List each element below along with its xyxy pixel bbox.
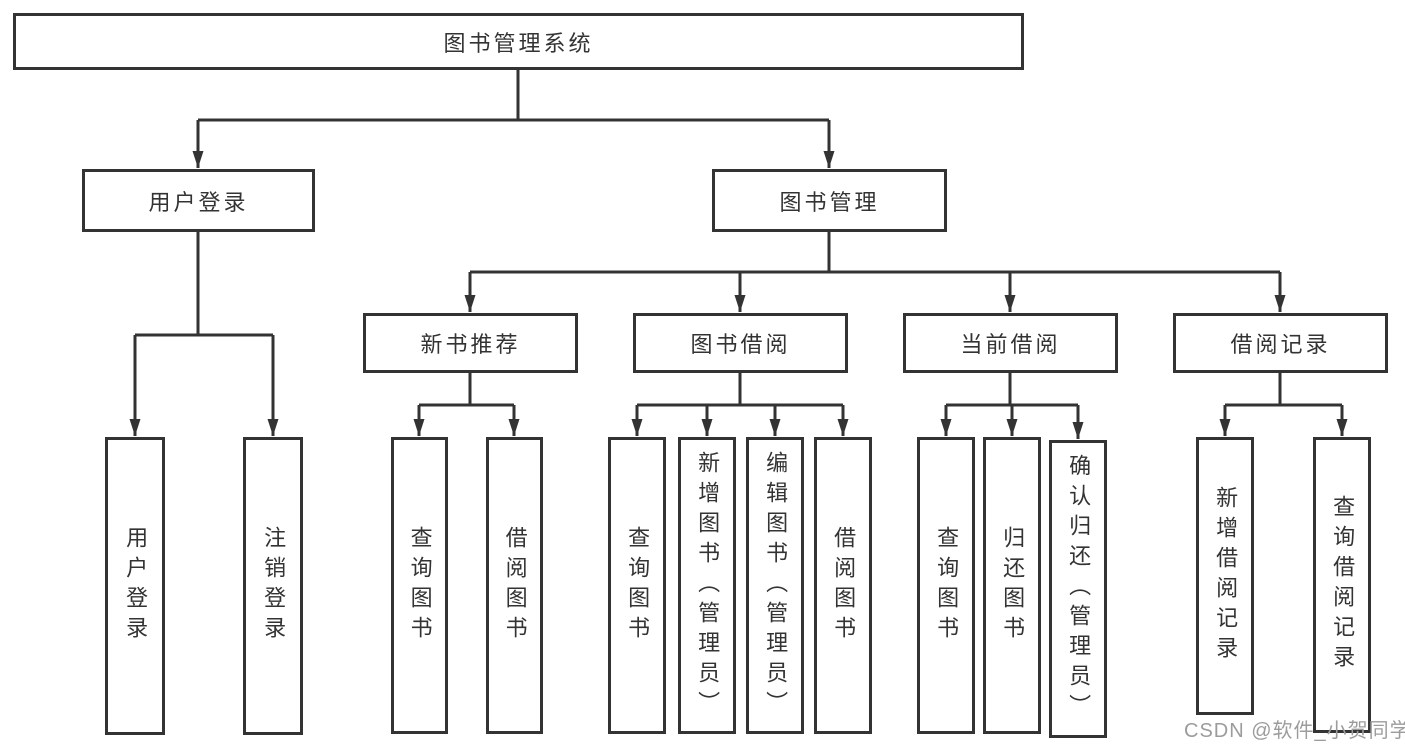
leaf-bb-edit-books-admin: 编辑图书（管理员） <box>746 437 804 734</box>
leaf-nb-query-books: 查询图书 <box>391 437 448 734</box>
node-root: 图书管理系统 <box>13 13 1024 70</box>
leaf-br-query-record: 查询借阅记录 <box>1313 437 1371 733</box>
leaf-bb-add-books-admin: 新增图书（管理员） <box>678 437 736 734</box>
leaf-user-login: 用户登录 <box>105 437 165 735</box>
leaf-cb-confirm-return-admin: 确认归还（管理员） <box>1049 440 1107 738</box>
leaf-br-add-record: 新增借阅记录 <box>1196 437 1254 715</box>
node-new-book-recommend: 新书推荐 <box>363 313 578 373</box>
watermark: CSDN @软件_小贺同学 <box>1184 720 1405 742</box>
leaf-cb-query-books: 查询图书 <box>917 437 975 734</box>
leaf-bb-borrow-books: 借阅图书 <box>814 437 872 734</box>
leaf-logout: 注销登录 <box>243 437 303 735</box>
node-book-borrow: 图书借阅 <box>633 313 848 373</box>
node-current-borrow: 当前借阅 <box>903 313 1118 373</box>
leaf-nb-borrow-books: 借阅图书 <box>486 437 543 734</box>
leaf-bb-query-books: 查询图书 <box>608 437 666 734</box>
leaf-cb-return-books: 归还图书 <box>983 437 1041 734</box>
node-user-login: 用户登录 <box>82 169 315 232</box>
node-borrow-records: 借阅记录 <box>1173 313 1388 373</box>
node-book-management: 图书管理 <box>712 169 947 232</box>
